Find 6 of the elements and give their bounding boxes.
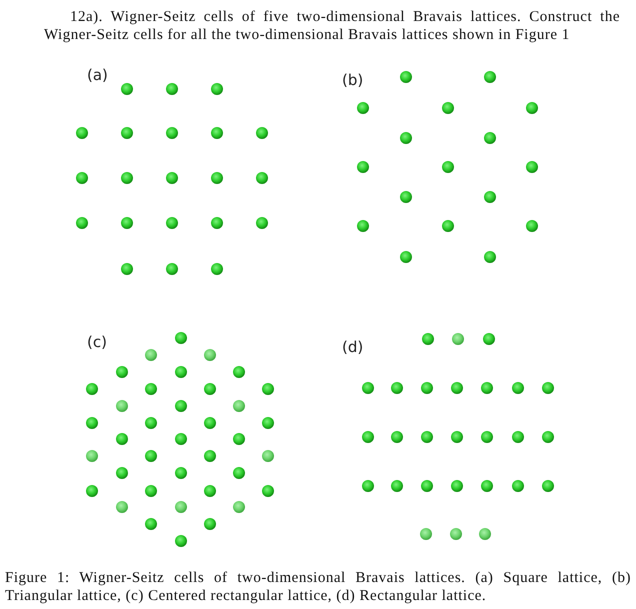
panel-label: (b): [342, 72, 364, 89]
question-text: 12a). Wigner-Seitz cells of five two-dimensional Bravais lattices. Construct the Wigner-Seitz cells for all the two-dimensional Bravais lattices shown in Figure 1: [44, 8, 620, 44]
figure-caption: Figure 1: Wigner-Seitz cells of two-dimensional Bravais lattices. (a) Square lattice, (b) Triangular lattice, (c) Centered rectangular lattice, (d) Rectangular lattice.: [5, 569, 631, 605]
panel-label: (d): [342, 339, 364, 356]
panel-label: (c): [87, 334, 107, 351]
panel-label: (a): [87, 67, 108, 84]
